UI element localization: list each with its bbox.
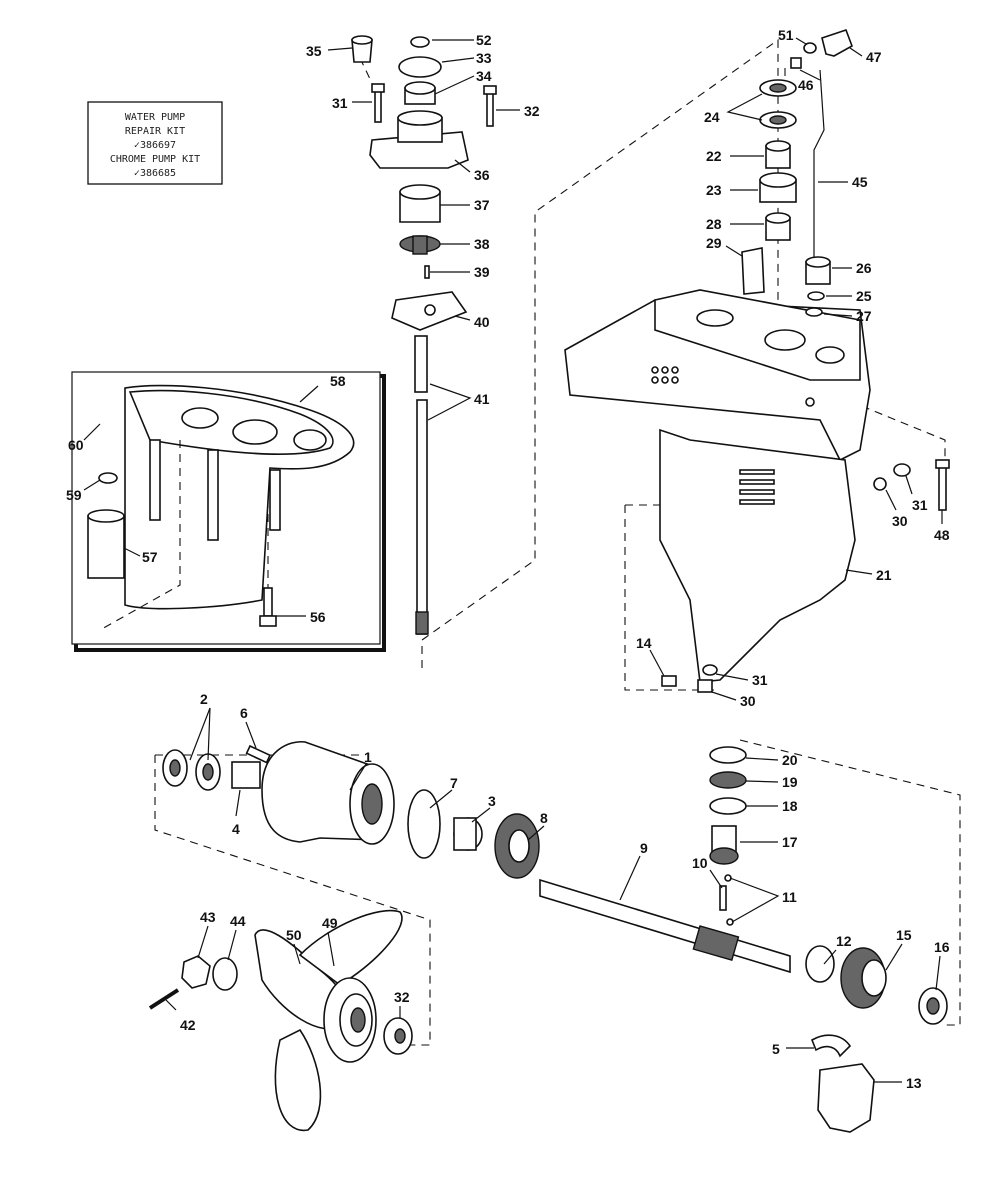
- callout-42: 40: [474, 314, 490, 330]
- callout-24: 24: [704, 109, 720, 125]
- callout-51: 49: [322, 915, 338, 931]
- callout-36: 34: [476, 68, 492, 84]
- inset-exhaust-housing-box: [71, 371, 386, 652]
- callout-28: 28: [706, 216, 722, 232]
- callout-43: 41: [474, 391, 490, 407]
- callout-46: 44: [230, 913, 246, 929]
- callout-9: 9: [640, 840, 648, 856]
- callout-22: 22: [706, 148, 722, 164]
- callout-39: 37: [474, 197, 490, 213]
- callout-44: 42: [180, 1017, 196, 1033]
- callout-59: 59: [66, 487, 82, 503]
- callout-41: 39: [474, 264, 490, 280]
- kit-line-1: WATER PUMP: [125, 112, 185, 123]
- callout-32: 32: [394, 989, 410, 1005]
- callout-16: 16: [934, 939, 950, 955]
- callout-numbers: 35 52 33 34 31 32 36 37 38 39 40 41 58 6…: [66, 27, 950, 1091]
- callout-4: 4: [232, 821, 240, 837]
- callout-11: 11: [782, 889, 797, 905]
- callout-57: 57: [142, 549, 158, 565]
- callout-53: 51: [778, 27, 794, 43]
- callout-58: 58: [330, 373, 346, 389]
- callout-52: 50: [286, 927, 302, 943]
- callout-21: 21: [876, 567, 892, 583]
- callout-26: 26: [856, 260, 872, 276]
- callout-38: 36: [474, 167, 490, 183]
- callout-47: 45: [852, 174, 868, 190]
- callout-5: 5: [772, 1041, 780, 1057]
- callout-37: 35: [306, 43, 322, 59]
- callout-29: 29: [706, 235, 722, 251]
- callout-54: 52: [476, 32, 492, 48]
- callout-49: 47: [866, 49, 882, 65]
- callout-6: 6: [240, 705, 248, 721]
- callout-8: 8: [540, 810, 548, 826]
- kit-line-3: ✓386697: [134, 140, 176, 151]
- callout-17: 17: [782, 834, 798, 850]
- callout-33: 31: [332, 95, 348, 111]
- gearcase-housing: [564, 289, 871, 683]
- water-pump-kit-box: WATER PUMP REPAIR KIT ✓386697 CHROME PUM…: [87, 101, 223, 185]
- callout-13: 13: [906, 1075, 922, 1091]
- callout-25: 25: [856, 288, 872, 304]
- callout-leaders: [83, 37, 943, 1083]
- callout-48: 46: [798, 77, 814, 93]
- callout-3: 3: [488, 793, 496, 809]
- callout-31-lower: 31: [752, 672, 768, 688]
- callout-12: 12: [836, 933, 852, 949]
- kit-line-4: CHROME PUMP KIT: [110, 154, 200, 165]
- callout-2: 2: [200, 691, 208, 707]
- kit-line-2: REPAIR KIT: [125, 126, 185, 137]
- callout-40: 38: [474, 236, 490, 252]
- callout-19: 19: [782, 774, 798, 790]
- callout-10: 10: [692, 855, 708, 871]
- callout-30-upper: 30: [892, 513, 908, 529]
- callout-45: 43: [200, 909, 216, 925]
- kit-line-5: ✓386685: [134, 168, 176, 179]
- water-pump-stack: [351, 35, 497, 635]
- callout-14: 14: [636, 635, 652, 651]
- callout-31-upper: 31: [912, 497, 928, 513]
- callout-34: 32: [524, 103, 540, 119]
- callout-35: 33: [476, 50, 492, 66]
- callout-50: 48: [934, 527, 950, 543]
- callout-18: 18: [782, 798, 798, 814]
- callout-7: 7: [450, 775, 458, 791]
- propeller-group: [148, 909, 413, 1132]
- callout-60: 60: [68, 437, 84, 453]
- callout-30-lower: 30: [740, 693, 756, 709]
- callout-56: 56: [310, 609, 326, 625]
- callout-1: 1: [364, 749, 372, 765]
- callout-15: 15: [896, 927, 912, 943]
- callout-20: 20: [782, 752, 798, 768]
- callout-27: 27: [856, 308, 872, 324]
- propeller-shaft-assembly: [162, 740, 948, 1133]
- callout-23: 23: [706, 182, 722, 198]
